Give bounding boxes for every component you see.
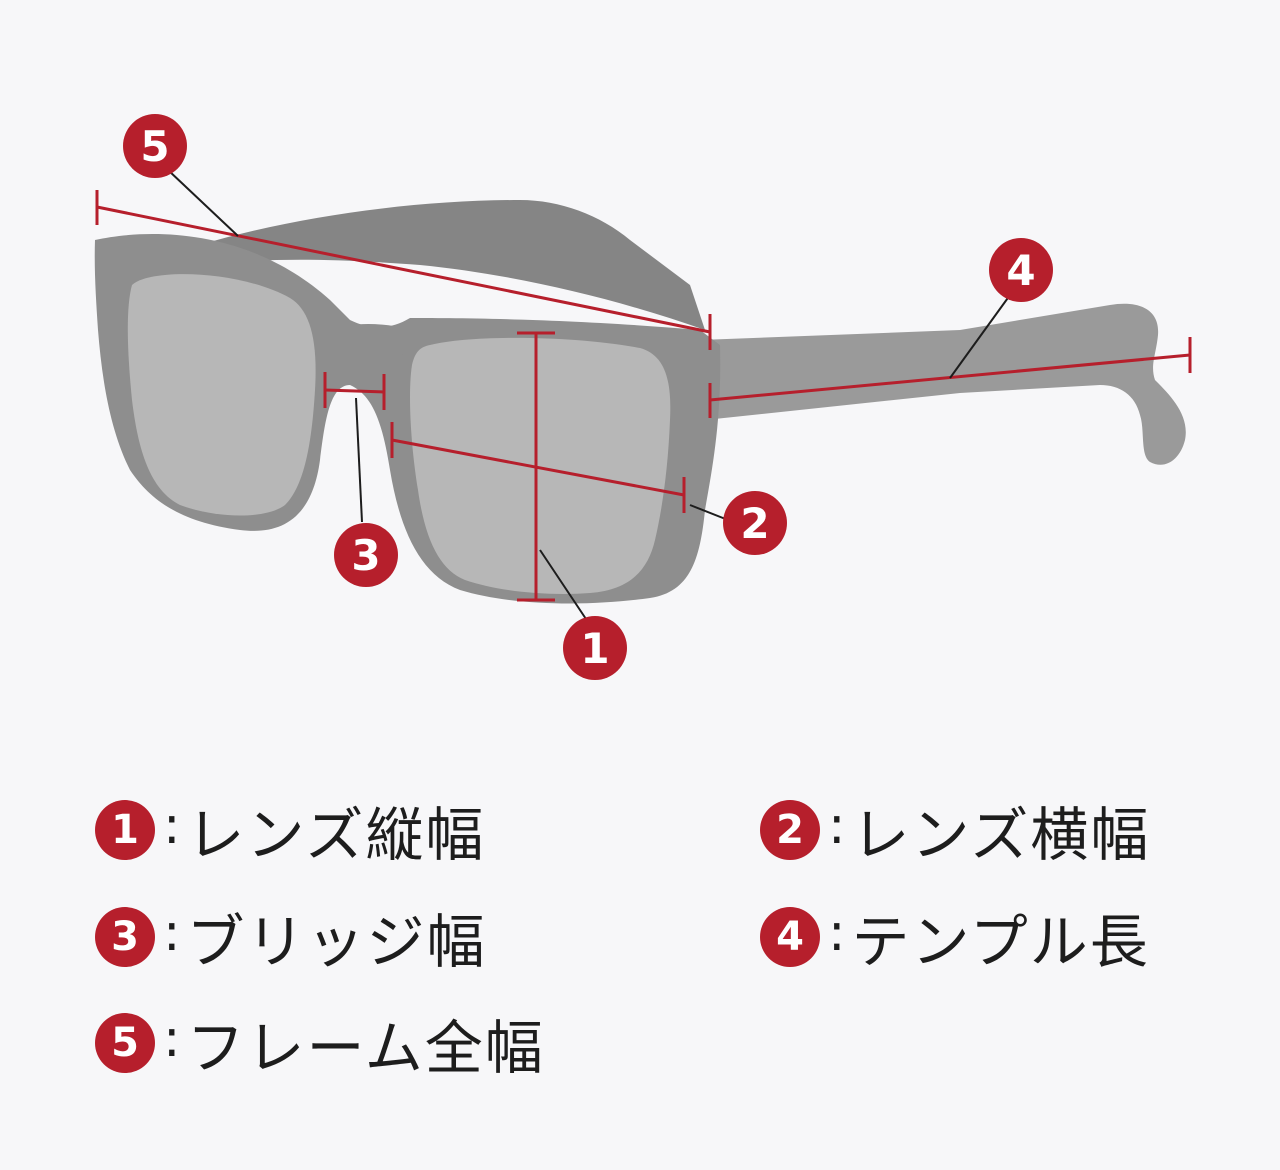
lens-right — [410, 337, 671, 594]
legend-item-temple-length: 4 : テンプル長 — [760, 897, 1150, 977]
leader-lines — [167, 169, 1011, 623]
lens-left — [127, 274, 316, 516]
legend: 1 : レンズ縦幅 2 : レンズ横幅 3 : ブリッジ幅 4 : テンプル長 … — [95, 790, 1215, 1090]
marker-circle — [123, 114, 187, 178]
marker-label: 3 — [351, 531, 380, 580]
legend-label: フレーム全幅 — [186, 1014, 545, 1082]
marker-5: 5 — [123, 114, 187, 178]
measure-line-frame-width — [96, 205, 711, 334]
measurement-lines — [95, 190, 1192, 602]
marker-3: 3 — [334, 523, 398, 587]
legend-badge: 3 — [95, 907, 155, 967]
legend-separator: : — [163, 903, 181, 963]
legend-badge: 1 — [95, 800, 155, 860]
legend-separator: : — [163, 1009, 181, 1069]
legend-separator: : — [828, 796, 846, 856]
far-temple — [200, 200, 705, 330]
near-temple — [700, 303, 1186, 465]
marker-4: 4 — [989, 238, 1053, 302]
legend-label: レンズ横幅 — [851, 801, 1151, 869]
leader-line-4 — [949, 294, 1011, 379]
legend-badge: 2 — [760, 800, 820, 860]
marker-label: 5 — [140, 122, 169, 171]
leader-line-2 — [689, 504, 729, 521]
glasses-illustration: 5 4 2 3 1 — [94, 114, 1192, 680]
legend-item-bridge-width: 3 : ブリッジ幅 — [95, 897, 487, 977]
marker-circle — [563, 616, 627, 680]
legend-badge: 5 — [95, 1013, 155, 1073]
legend-item-frame-width: 5 : フレーム全幅 — [95, 1003, 545, 1083]
legend-label: レンズ縦幅 — [186, 801, 486, 869]
legend-label: テンプル長 — [851, 908, 1150, 976]
measure-line-lens-width — [391, 438, 685, 497]
marker-2: 2 — [723, 491, 787, 555]
marker-label: 2 — [740, 499, 769, 548]
leader-line-1 — [539, 549, 589, 623]
marker-circle — [723, 491, 787, 555]
leader-line-3 — [355, 397, 363, 523]
marker-circle — [334, 523, 398, 587]
leader-line-5 — [167, 169, 239, 237]
marker-label: 4 — [1006, 246, 1035, 295]
legend-label: ブリッジ幅 — [186, 908, 487, 976]
legend-item-lens-height: 1 : レンズ縦幅 — [95, 790, 485, 870]
marker-circle — [989, 238, 1053, 302]
marker-label: 1 — [580, 624, 609, 673]
measure-line-bridge-width — [324, 388, 385, 394]
legend-item-lens-width: 2 : レンズ横幅 — [760, 790, 1150, 870]
legend-separator: : — [828, 903, 846, 963]
legend-separator: : — [163, 796, 181, 856]
legend-badge: 4 — [760, 907, 820, 967]
marker-1: 1 — [563, 616, 627, 680]
bridge — [330, 324, 410, 358]
